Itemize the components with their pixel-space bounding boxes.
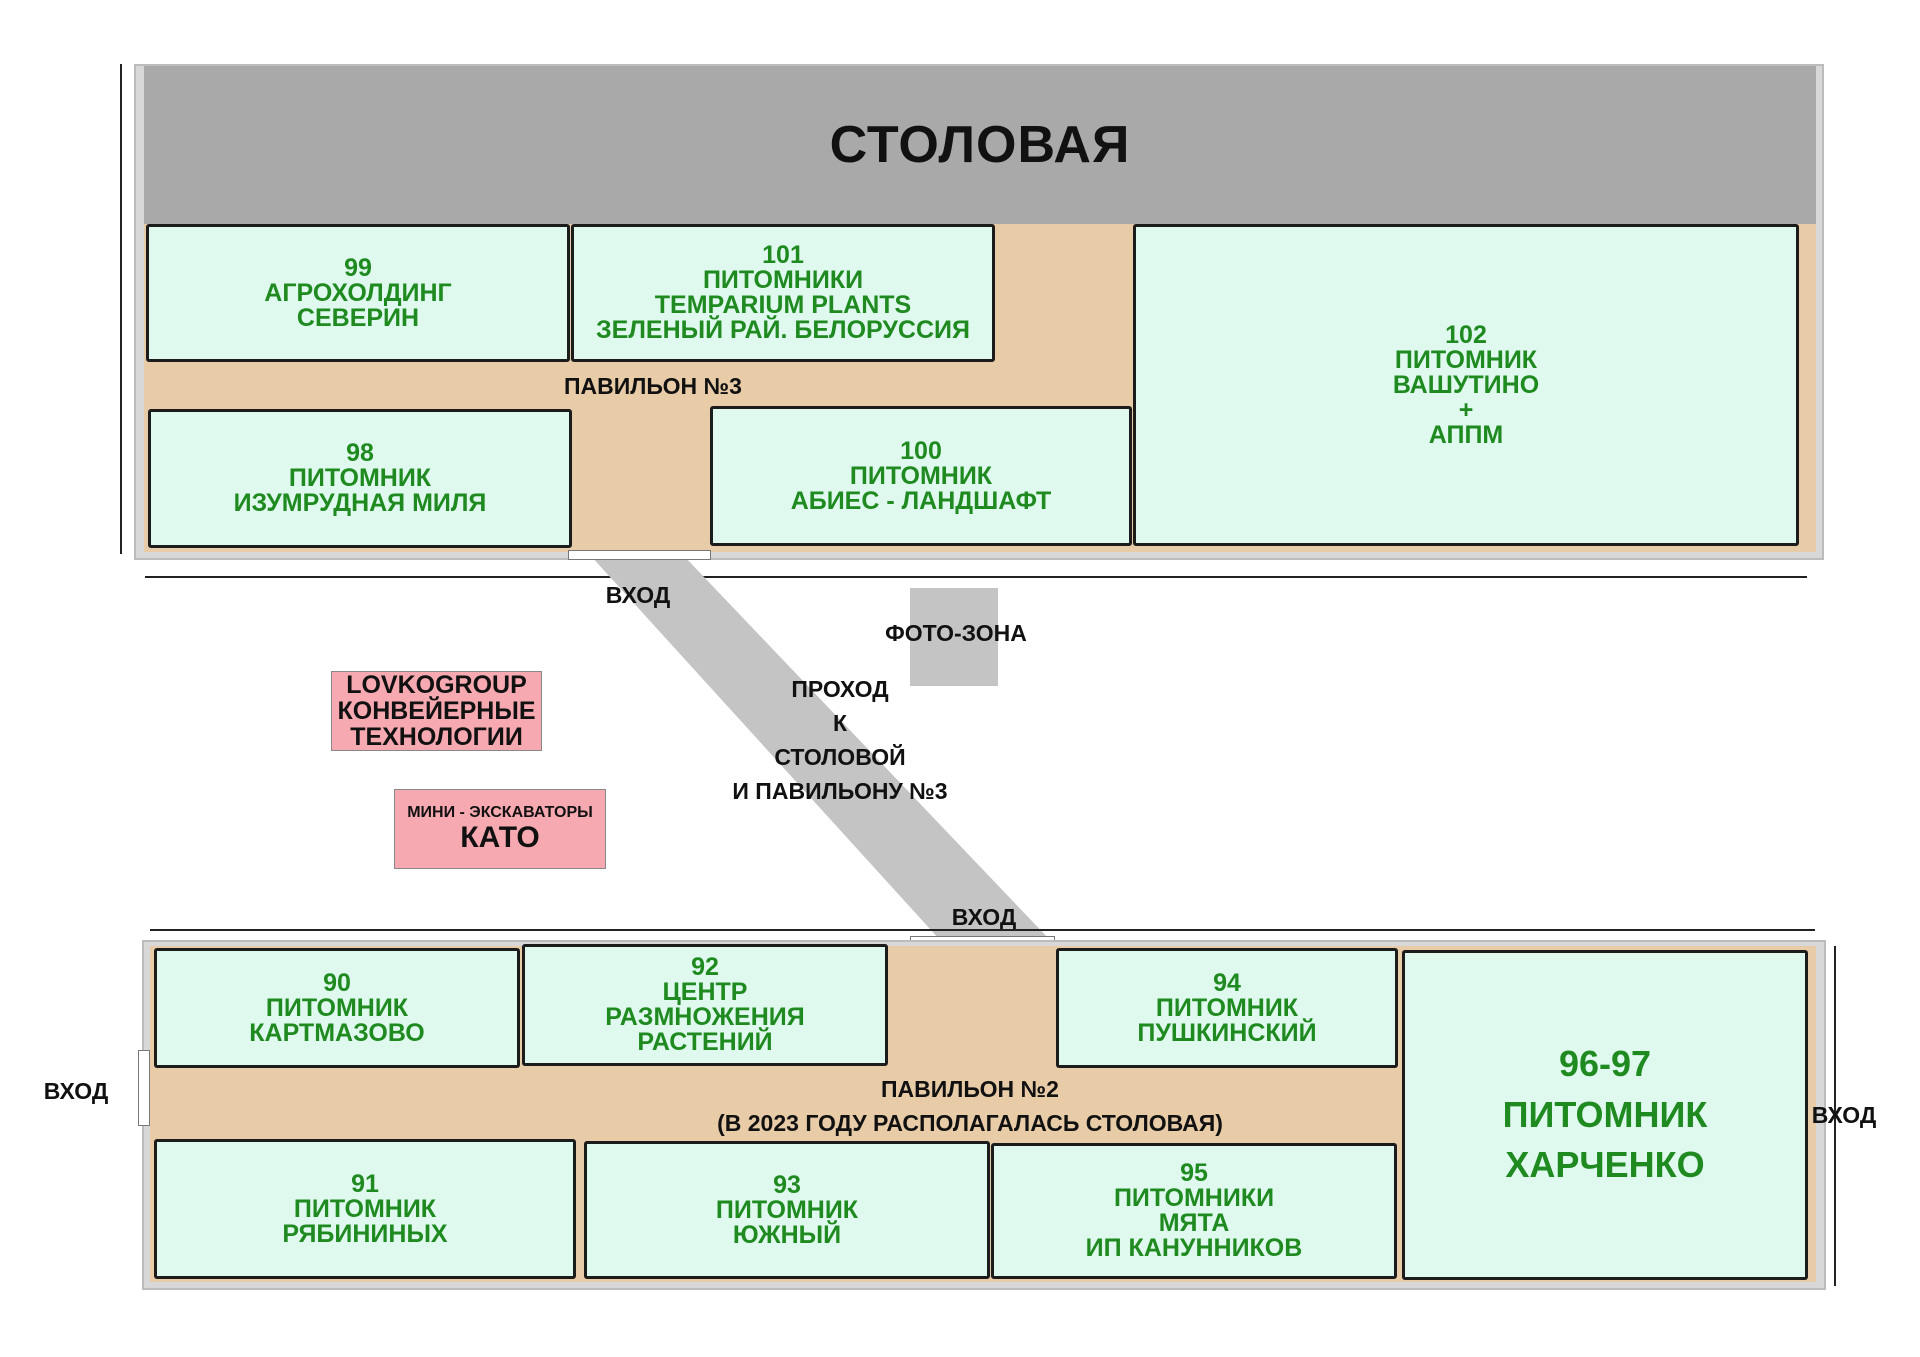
stand-text: ЦЕНТР — [662, 978, 748, 1006]
stand-text: МЯТА — [1158, 1209, 1230, 1237]
stand-text: СЕВЕРИН — [296, 303, 420, 332]
stand-90[interactable]: 90 ПИТОМНИК КАРТМАЗОВО — [154, 948, 520, 1068]
stand-text: РЯБИНИНЫХ — [282, 1219, 448, 1248]
stand-text: ХАРЧЕНКО — [1505, 1144, 1705, 1186]
pavilion-3-label: ПАВИЛЬОН №3 — [564, 373, 742, 399]
entrance-door-top[interactable] — [568, 550, 711, 560]
stand-text: ИП КАНУННИКОВ — [1085, 1234, 1303, 1262]
stand-text: КАРТМАЗОВО — [249, 1018, 425, 1047]
dimension-line — [1834, 946, 1836, 1286]
stand-99[interactable]: 99 АГРОХОЛДИНГ СЕВЕРИН — [146, 224, 570, 362]
stand-text: + — [1458, 395, 1474, 424]
vendor-text: LOVKOGROUP — [346, 670, 527, 699]
stand-96-97[interactable]: 96-97 ПИТОМНИК ХАРЧЕНКО — [1402, 950, 1808, 1280]
passage-label-line: И ПАВИЛЬОНУ №3 — [732, 778, 948, 804]
stand-94[interactable]: 94 ПИТОМНИК ПУШКИНСКИЙ — [1056, 948, 1398, 1068]
stand-number: 96-97 — [1558, 1043, 1652, 1085]
stand-text: ПИТОМНИК — [288, 464, 432, 492]
stand-text: ИЗУМРУДНАЯ МИЛЯ — [233, 489, 487, 517]
stand-number: 100 — [900, 436, 942, 465]
entrance-right-label: ВХОД — [1811, 1102, 1877, 1128]
stand-text: РАСТЕНИЙ — [637, 1028, 773, 1056]
pavilion-2-sublabel: (В 2023 ГОДУ РАСПОЛАГАЛАСЬ СТОЛОВАЯ) — [717, 1110, 1223, 1136]
stand-text: АБИЕС - ЛАНДШАФТ — [790, 486, 1052, 515]
stand-text: ПИТОМНИК — [293, 1194, 437, 1223]
stand-number: 91 — [351, 1169, 379, 1198]
stand-number: 99 — [344, 253, 372, 282]
stand-101[interactable]: 101 ПИТОМНИКИ TEMPARIUM PLANTS ЗЕЛЕНЫЙ Р… — [571, 224, 995, 362]
stand-text: ЗЕЛЕНЫЙ РАЙ. БЕЛОРУССИЯ — [596, 316, 970, 344]
vendor-kato[interactable]: МИНИ - ЭКСКАВАТОРЫ КАТО — [394, 789, 606, 869]
entrance-mid-label: ВХОД — [951, 904, 1017, 930]
stand-98[interactable]: 98 ПИТОМНИК ИЗУМРУДНАЯ МИЛЯ — [148, 409, 572, 548]
vendor-text: МИНИ - ЭКСКАВАТОРЫ — [407, 803, 593, 821]
pavilion-2-label: ПАВИЛЬОН №2 — [881, 1076, 1059, 1102]
stand-text: ПИТОМНИКИ — [1113, 1184, 1275, 1212]
stand-text: ВАШУТИНО — [1392, 370, 1540, 399]
passage-label-line: ПРОХОД — [791, 676, 889, 702]
dimension-line — [150, 929, 1815, 931]
stand-text: ЮЖНЫЙ — [732, 1220, 842, 1249]
stand-text: АППМ — [1428, 420, 1504, 449]
stand-text: ПИТОМНИК — [715, 1195, 859, 1224]
stand-number: 94 — [1213, 968, 1241, 997]
stand-95[interactable]: 95 ПИТОМНИКИ МЯТА ИП КАНУННИКОВ — [991, 1143, 1397, 1279]
stand-text: ПУШКИНСКИЙ — [1137, 1018, 1317, 1047]
entrance-door-left[interactable] — [138, 1050, 150, 1126]
stand-number: 101 — [762, 241, 804, 269]
vendor-lovkogroup[interactable]: LOVKOGROUP КОНВЕЙЕРНЫЕ ТЕХНОЛОГИИ — [331, 671, 542, 751]
stand-102[interactable]: 102 ПИТОМНИК ВАШУТИНО + АППМ — [1133, 224, 1799, 546]
photo-zone-label: ФОТО-ЗОНА — [885, 620, 1027, 646]
stand-text: ПИТОМНИК — [1502, 1093, 1708, 1135]
stand-number: 102 — [1445, 320, 1487, 349]
photo-zone-area — [910, 588, 998, 686]
vendor-text: ТЕХНОЛОГИИ — [350, 723, 523, 752]
canteen-area: СТОЛОВАЯ — [144, 66, 1816, 224]
stand-text: TEMPARIUM PLANTS — [654, 291, 912, 319]
stand-93[interactable]: 93 ПИТОМНИК ЮЖНЫЙ — [584, 1141, 990, 1279]
passage-label-line: К — [832, 710, 848, 736]
canteen-label: СТОЛОВАЯ — [829, 116, 1131, 174]
stand-number: 93 — [773, 1170, 801, 1199]
stand-text: ПИТОМНИК — [1394, 345, 1538, 374]
stand-91[interactable]: 91 ПИТОМНИК РЯБИНИНЫХ — [154, 1139, 576, 1279]
entrance-top-label: ВХОД — [605, 582, 671, 608]
entrance-left-label: ВХОД — [43, 1078, 109, 1104]
stand-text: РАЗМНОЖЕНИЯ — [605, 1003, 805, 1031]
vendor-text: КАТО — [460, 820, 540, 854]
stand-number: 92 — [691, 953, 719, 981]
stand-text: ПИТОМНИК — [265, 993, 409, 1022]
dimension-line — [120, 64, 122, 554]
stand-number: 98 — [346, 439, 374, 467]
stand-text: АГРОХОЛДИНГ — [264, 278, 452, 307]
stand-number: 90 — [323, 968, 351, 997]
stand-92[interactable]: 92 ЦЕНТР РАЗМНОЖЕНИЯ РАСТЕНИЙ — [522, 944, 888, 1066]
passage-label-line: СТОЛОВОЙ — [774, 744, 906, 770]
stand-text: ПИТОМНИК — [1155, 993, 1299, 1022]
stand-number: 95 — [1180, 1159, 1208, 1187]
stand-text: ПИТОМНИК — [849, 461, 993, 490]
dimension-line — [145, 576, 1807, 578]
stand-text: ПИТОМНИКИ — [702, 266, 864, 294]
vendor-text: КОНВЕЙЕРНЫЕ — [337, 696, 536, 725]
stand-100[interactable]: 100 ПИТОМНИК АБИЕС - ЛАНДШАФТ — [710, 406, 1132, 546]
